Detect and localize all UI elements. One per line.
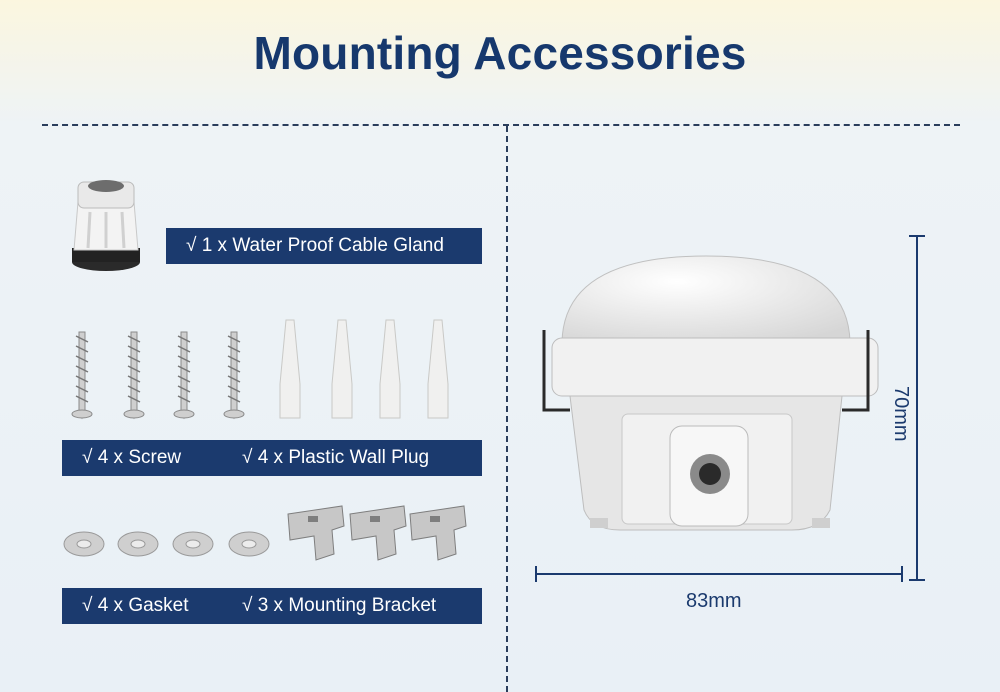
gasket-bracket-label: √ 4 x Gasket√ 3 x Mounting Bracket — [62, 588, 482, 624]
cable-gland-image — [72, 180, 140, 271]
wall-plugs-image — [279, 319, 449, 419]
gaskets-image — [63, 531, 270, 557]
width-dimension: 83mm — [686, 590, 742, 612]
divider-vertical — [506, 126, 508, 692]
gland-label: √ 1 x Water Proof Cable Gland — [166, 228, 482, 264]
dimension-lines — [535, 235, 925, 582]
fixture-image — [542, 255, 879, 531]
divider-horizontal — [42, 124, 960, 126]
brackets-image — [287, 505, 467, 561]
screw-plug-label: √ 4 x Screw√ 4 x Plastic Wall Plug — [62, 440, 482, 476]
screws-image — [71, 331, 245, 420]
page-title: Mounting Accessories — [253, 27, 747, 79]
height-dimension: 70mm — [890, 386, 912, 442]
